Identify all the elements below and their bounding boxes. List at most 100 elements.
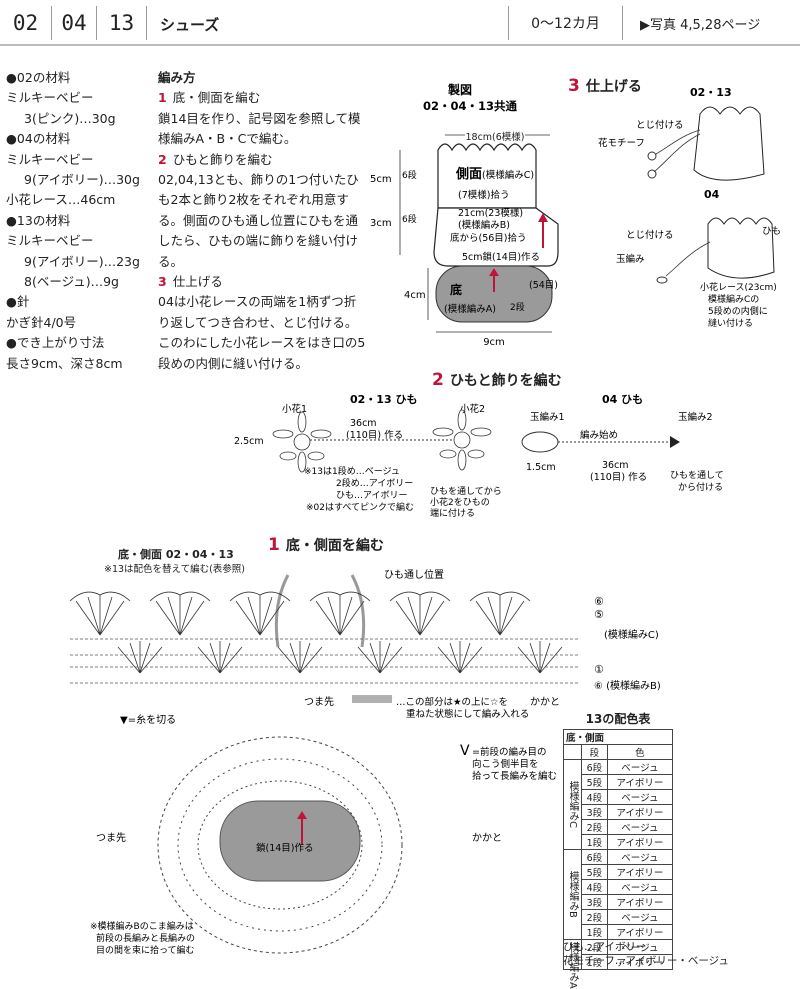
finish-himo: ひも (762, 226, 781, 237)
age-range: 0～12カ月 (508, 6, 623, 40)
himo-position-label: ひも通し位置 (384, 568, 444, 581)
header-color: 色 (606, 744, 674, 760)
right-cord-length-stitches: (110目) 作る (590, 471, 647, 483)
right-thread-note-2: から付ける (678, 482, 723, 493)
row-color: アイボリー (606, 774, 674, 790)
step-body: 鎖14目を作り、記号図を参照して模様編みA・B・Cで編む。 (158, 110, 361, 147)
pattern-group: 模様編みB (563, 849, 582, 940)
cords-step-title: ひもと飾りを編む (449, 373, 562, 389)
kobana-2: 小花2 (460, 403, 485, 415)
flower-motif-1 (272, 411, 332, 473)
chart-base-arrowhead (297, 811, 307, 819)
finish-illustrations: 02・13 とじ付ける 花モチーフ 04 とじ付ける ひも 玉編み 小花レース(… (598, 86, 781, 329)
step-number: 2 (158, 151, 167, 167)
thread-note-1: ひもを通してから (430, 486, 502, 497)
symbol-note-1: =前段の編み目の (472, 746, 546, 758)
amihajime: 編み始め (580, 429, 618, 441)
row-color: アイボリー (606, 834, 674, 850)
instructions-heading: 編み方 (158, 70, 196, 85)
row-1-marker: ① (594, 663, 604, 676)
base-chain-label: 鎖(14目)作る (256, 842, 314, 854)
step-title-line: 1 底・側面を編む (158, 88, 368, 108)
color-table-subtitle: 底・側面 (563, 729, 673, 745)
color-table-row: 3段アイボリー (564, 894, 674, 910)
height-lower: 3cm (370, 218, 392, 229)
row-6-marker: ⑥ (594, 595, 604, 608)
base-inner-ring (197, 780, 363, 910)
picot-edge (469, 591, 531, 602)
cords-step-number: 2 (432, 370, 444, 390)
step-title: 仕上げる (172, 274, 223, 290)
shell-stitch (395, 595, 445, 636)
row-number: 6段 (581, 759, 608, 775)
symbol-note-2: 向こう側半目を (472, 758, 539, 770)
step-title: 底・側面を編む (172, 90, 261, 106)
row-number: 3段 (581, 894, 608, 910)
row-5-marker: ⑤ (594, 608, 604, 621)
shell-stitch (75, 595, 125, 636)
cord-length-stitches: (110目) 作る (346, 429, 403, 441)
base-arrowhead (489, 268, 499, 276)
side-label: 側面 (455, 166, 482, 182)
base-pattern: (模様編みA) (444, 303, 496, 315)
finish-step-number: 3 (568, 76, 580, 96)
direction-arrowhead (538, 213, 548, 222)
tama-ball (656, 276, 668, 284)
material-line: ●針 (6, 294, 30, 310)
material-line: ●でき上がり寸法 (6, 335, 105, 351)
bottom-note-3: 目の間を束に拾って編む (96, 944, 195, 956)
header-row: 段 (581, 744, 608, 760)
step-number: 1 (158, 90, 167, 106)
right-cord-width: 1.5cm (526, 462, 556, 473)
pattern-code-13: 13 (97, 6, 147, 40)
row-number: 1段 (581, 834, 608, 850)
kobana-1: 小花1 (282, 403, 307, 415)
material-line: かぎ針4/0号 (6, 314, 77, 330)
side-pattern: (模様編みC) (482, 169, 534, 181)
color-table-row: 2段ベージュ (564, 819, 674, 835)
bottom-note-2: 前段の長編みと長編みの (96, 932, 195, 944)
pattern-code-04: 04 (52, 6, 97, 40)
cords-left-title: 02・13 ひも (350, 393, 417, 406)
picot-edge (69, 591, 131, 602)
right-cord-length: 36cm (602, 460, 629, 471)
material-line: 9(アイボリー)…30g (24, 172, 140, 188)
header-spacer (563, 744, 582, 760)
page-title: シューズ (160, 16, 220, 34)
color-table-row: 3段アイボリー (564, 804, 674, 820)
shell-stitch (315, 595, 365, 636)
material-line: ミルキーベビー (6, 90, 94, 106)
cord-length: 36cm (350, 418, 377, 429)
color-legend: ひも…アイボリー 花モチーフ…アイボリー・ベージュ (563, 940, 729, 968)
shell-stitch (155, 595, 205, 636)
color-table-subheader: 底・側面 (563, 729, 673, 745)
overlap-swatch (352, 695, 392, 703)
mid-label: 21cm(23模様) (458, 207, 523, 219)
cords-diagram: 02・13 ひも 小花1 小花2 36cm (110目) 作る 2.5cm ※1… (234, 393, 724, 519)
side-panel (437, 143, 537, 209)
row-number: 6段 (581, 849, 608, 865)
finish-tojitsukeru-1: とじ付ける (636, 120, 684, 131)
pattern-group: 模様編みA (563, 939, 582, 989)
height-lower-rows: 6段 (402, 213, 417, 225)
bottom-pickup: 底から(56目)拾う (450, 232, 527, 244)
cords-heading: 2 ひもと飾りを編む (432, 370, 562, 390)
overlap-note-1: …この部分は★の上に☆を (396, 696, 508, 708)
tama-ball-1 (521, 431, 559, 453)
row-number: 3段 (581, 804, 608, 820)
cord-note-2: 2段め…アイボリー (336, 477, 413, 489)
picot-edge (229, 591, 291, 602)
shell-stitch-lower (117, 641, 163, 674)
material-line: ●13の材料 (6, 212, 71, 228)
row-color: ベージュ (606, 759, 674, 775)
step-number: 3 (158, 274, 167, 290)
chart-subtitle: 底・側面 02・04・13 (118, 548, 234, 561)
toe-label-base: つま先 (96, 832, 126, 844)
color-table-row: 1段アイボリー (564, 834, 674, 850)
shell-stitch-lower (277, 641, 323, 674)
